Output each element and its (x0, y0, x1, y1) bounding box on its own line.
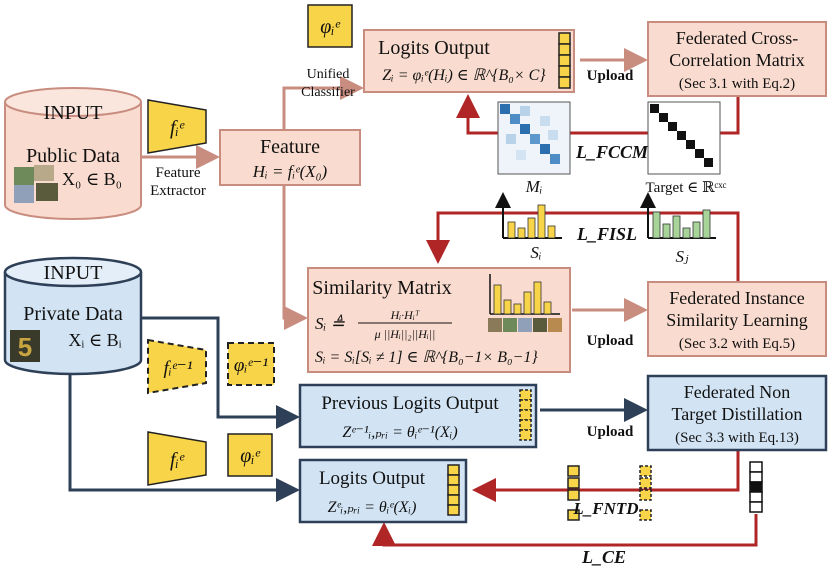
similarity-title: Similarity Matrix (312, 277, 451, 299)
private-data-formula: Xᵢ ∈ Bᵢ (68, 330, 121, 350)
fccm-line: Federated Cross- (676, 28, 798, 48)
svg-text:5: 5 (18, 332, 32, 362)
feature-extractor-label: Extractor (150, 183, 206, 199)
prev-feature-extractor-icon (147, 338, 207, 395)
phi-e-symbol: φᵢᵉ (320, 16, 340, 38)
thumb-image (14, 167, 34, 185)
arrow-private-to-prev-logits (125, 316, 300, 429)
unified-classifier-label: Classifier (301, 85, 355, 100)
logits-title: Logits Output (378, 37, 490, 59)
loop-fntd (472, 450, 740, 502)
loss-fccm: L_FCCM (575, 142, 649, 162)
upload-label: Upload (587, 68, 634, 84)
fntd-section: (Sec 3.3 with Eq.13) (675, 430, 799, 446)
upload-label: Upload (587, 424, 634, 440)
fisl-section: (Sec 3.2 with Eq.5) (679, 336, 795, 352)
feature-box (219, 129, 361, 186)
fntd-vector-previous (639, 465, 652, 521)
prev-classifier-icon (227, 342, 275, 386)
s-i-chart (495, 192, 562, 239)
fntd-box (646, 374, 828, 452)
arrow-feature-to-similarity (282, 185, 308, 330)
f-e-prev-symbol: fᵢᵉ⁻¹ (164, 358, 193, 379)
thumb-image (34, 165, 54, 181)
matrix-m-i (497, 101, 571, 175)
feature-formula: Hᵢ = fᵢᵉ(X₀) (252, 162, 328, 181)
loss-fisl: L_FISL (576, 224, 637, 244)
f-e-symbol: fᵢᵉ (170, 449, 185, 471)
public-input-badge: INPUT (44, 102, 103, 124)
public-data-formula: X₀ ∈ B₀ (62, 169, 122, 189)
one-hot-vector (749, 461, 763, 513)
logits-bottom-title: Logits Output (319, 468, 426, 489)
similarity-formula-lhs: Sᵢ ≜ (315, 314, 345, 333)
private-input-badge: INPUT (44, 262, 103, 284)
classifier-icon (227, 433, 273, 477)
prev-logit-vector (519, 389, 532, 441)
loop-fccm (456, 94, 740, 135)
feature-extractor-icon (147, 99, 207, 154)
unified-classifier-label: Unified (307, 67, 350, 82)
public-data-title: Public Data (26, 145, 120, 167)
feature-title: Feature (260, 136, 320, 158)
feature-extractor-label: Feature (156, 165, 201, 181)
loop-ce (372, 514, 758, 547)
logits-output-bottom-box (298, 458, 468, 524)
logits-output-box (363, 29, 575, 93)
loop-fisl (426, 211, 740, 282)
fisl-box (647, 281, 827, 357)
f-e-symbol: fᵢᵉ (170, 117, 185, 139)
m-i-label: Mᵢ (525, 177, 543, 196)
previous-logits-box (298, 383, 538, 449)
phi-e-prev-symbol: φᵢᵉ⁻¹ (234, 355, 269, 376)
prev-logits-title: Previous Logits Output (321, 393, 499, 414)
fntd-vector-current (567, 465, 580, 521)
similarity-frac-num: Hᵢ·Hᵢᵀ (390, 308, 420, 322)
fccm-box (647, 21, 827, 97)
similarity-formula-2: Sᵢ = Sᵢ[Sᵢ ≠ 1] ∈ ℝ^{B₀−1× B₀−1} (315, 349, 538, 366)
upload-label: Upload (587, 333, 634, 349)
s-j-label: Sⱼ (676, 247, 690, 266)
private-data-cylinder: INPUT Private Data Xᵢ ∈ Bᵢ 5 (3, 256, 143, 376)
private-data-title: Private Data (23, 303, 123, 325)
public-data-cylinder: INPUT Public Data X₀ ∈ B₀ (4, 87, 142, 220)
thumb-image (14, 185, 34, 203)
fntd-line: Federated Non (684, 382, 790, 402)
loss-ce: L_CE (581, 547, 626, 567)
digit-thumbnail (10, 330, 40, 362)
fccm-line: Correlation Matrix (669, 50, 804, 70)
arrow-feature-to-logits (282, 76, 364, 130)
logits-formula: Zᵢ = φᵢᵉ(Hᵢ) ∈ ℝ^{B₀× C} (382, 67, 546, 84)
fccm-section: (Sec 3.1 with Eq.2) (679, 76, 795, 92)
fntd-line: Target Distillation (672, 404, 803, 424)
logits-bottom-formula: Zᵉᵢ,ₚᵣᵢ = θᵢᵉ(Xᵢ) (328, 499, 417, 516)
logit-vector (447, 464, 460, 516)
fisl-line: Federated Instance (669, 288, 804, 308)
similarity-frac-den: μ ||Hᵢ||₂||Hᵢ|| (374, 327, 436, 341)
s-i-label: Sᵢ (530, 243, 541, 262)
similarity-bars (488, 274, 562, 332)
phi-e-symbol: φᵢᵉ (240, 445, 260, 467)
thumb-image (36, 183, 58, 201)
feature-extractor-icon (147, 431, 207, 486)
loss-fntd: L_FNTD (572, 499, 638, 518)
classifier-icon (307, 4, 353, 48)
target-label: Target ∈ ℝᶜˣᶜ (646, 180, 727, 196)
s-j-chart (640, 192, 716, 239)
fisl-line: Similarity Learning (666, 310, 807, 330)
matrix-target (647, 101, 721, 175)
logit-vector (558, 32, 571, 89)
arrow-private-to-logits (68, 372, 300, 502)
prev-logits-formula: Zᵉ⁻¹ᵢ,ₚᵣᵢ = θᵢᵉ⁻¹(Xᵢ) (342, 424, 457, 441)
